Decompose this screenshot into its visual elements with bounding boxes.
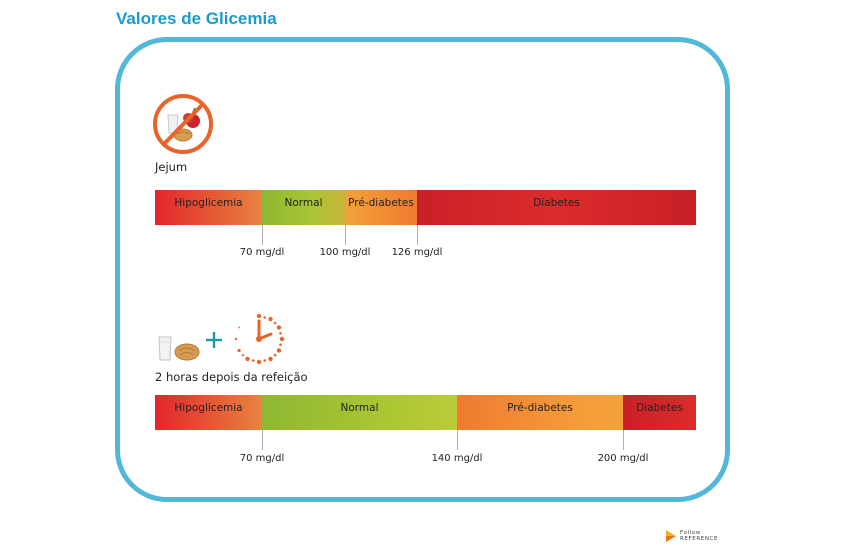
segment-pre-diabetes: Pré-diabetes: [345, 190, 417, 225]
segment-normal: Normal: [262, 395, 457, 430]
food-icon: [158, 336, 200, 361]
logo-text: Follow REFERENCE: [680, 530, 718, 542]
fasting-range-bar: Hipoglicemia Normal Pré-diabetes Diabete…: [155, 190, 696, 225]
plus-icon: [206, 332, 222, 348]
threshold-tick: [345, 225, 346, 245]
fasting-label: Jejum: [155, 160, 188, 174]
threshold-label: 70 mg/dl: [239, 453, 285, 464]
threshold-label: 126 mg/dl: [391, 247, 443, 258]
threshold-tick: [262, 430, 263, 450]
threshold-label: 100 mg/dl: [319, 247, 371, 258]
postprandial-label: 2 horas depois da refeição: [155, 370, 308, 384]
clock-icon: [234, 313, 285, 365]
threshold-tick: [262, 225, 263, 245]
page-title: Valores de Glicemia: [116, 9, 277, 28]
segment-normal: Normal: [262, 190, 345, 225]
threshold-label: 140 mg/dl: [431, 453, 483, 464]
segment-hipoglicemia: Hipoglicemia: [155, 395, 262, 430]
threshold-tick: [417, 225, 418, 245]
threshold-tick: [623, 430, 624, 450]
segment-hipoglicemia: Hipoglicemia: [155, 190, 262, 225]
threshold-label: 200 mg/dl: [597, 453, 649, 464]
segment-pre-diabetes: Pré-diabetes: [457, 395, 623, 430]
threshold-tick: [457, 430, 458, 450]
no-food-icon: [153, 94, 213, 154]
logo-line1: Follow: [680, 530, 701, 536]
postprandial-range-bar: Hipoglicemia Normal Pré-diabetes Diabete…: [155, 395, 696, 430]
segment-diabetes: Diabetes: [417, 190, 696, 225]
follow-reference-logo-icon: [666, 530, 676, 542]
segment-diabetes: Diabetes: [623, 395, 696, 430]
logo-line2: REFERENCE: [680, 536, 719, 542]
threshold-label: 70 mg/dl: [239, 247, 285, 258]
